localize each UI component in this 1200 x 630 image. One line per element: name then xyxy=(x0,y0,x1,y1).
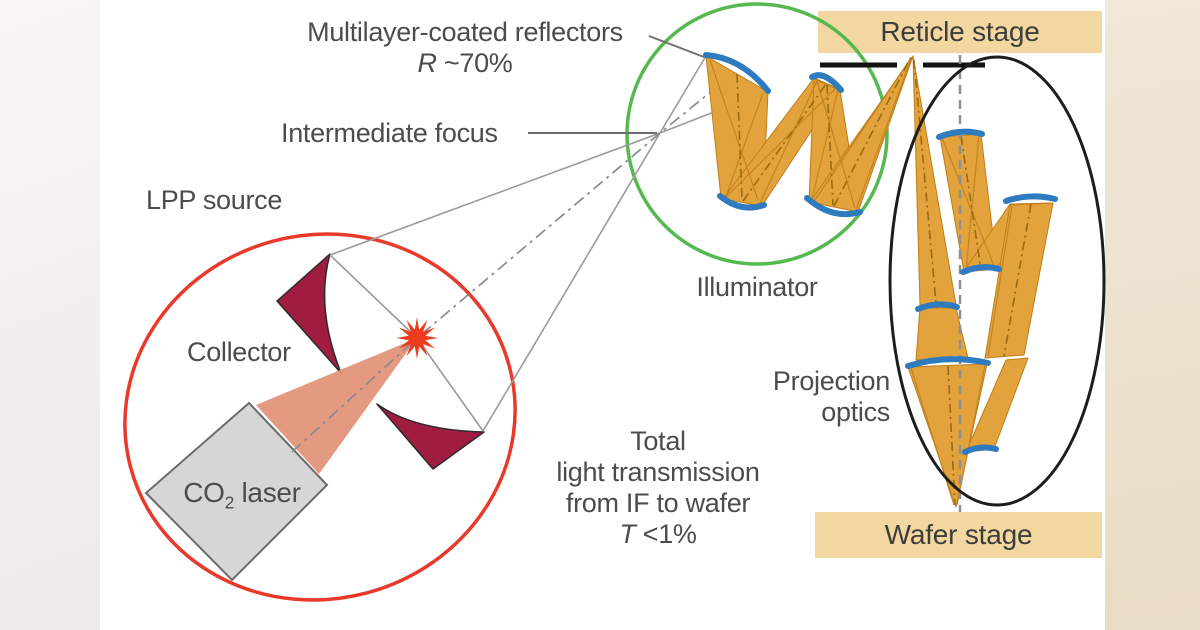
projection-optics-line2: optics xyxy=(821,397,890,427)
co2-laser-suffix: laser xyxy=(241,477,302,508)
transmission-symbol: T xyxy=(619,519,636,549)
multilayer-reflectors-title: Multilayer-coated reflectors xyxy=(307,17,623,47)
illuminator-label: Illuminator xyxy=(696,272,818,302)
multilayer-reflectors-label: Multilayer-coated reflectors R ~70% xyxy=(270,17,660,79)
lpp-source-label: LPP source xyxy=(146,185,283,215)
reticle-stage-banner: Reticle stage xyxy=(818,11,1102,53)
right-background-gradient xyxy=(1105,0,1200,630)
co2-laser-label: CO2 laser xyxy=(167,477,317,519)
transmission-line2: light transmission xyxy=(556,457,760,487)
collector-label: Collector xyxy=(187,337,291,367)
transmission-line1: Total xyxy=(630,426,686,456)
transmission-value-line: T <1% xyxy=(527,519,789,550)
transmission-line3: from IF to wafer xyxy=(565,488,751,518)
transmission-value: <1% xyxy=(642,519,697,549)
wafer-stage-banner: Wafer stage xyxy=(815,512,1102,558)
transmission-note: Total light transmission from IF to wafe… xyxy=(527,426,789,550)
co2-laser-subscript: 2 xyxy=(224,492,235,513)
reflectivity-symbol: R xyxy=(417,48,437,78)
intermediate-focus-label: Intermediate focus xyxy=(281,118,498,148)
left-background-gradient xyxy=(0,0,100,630)
co2-laser-prefix: CO xyxy=(183,477,225,508)
reticle-stage-label: Reticle stage xyxy=(880,16,1040,47)
projection-optics-label: Projection optics xyxy=(730,366,890,428)
projection-optics-line1: Projection xyxy=(772,366,890,396)
wafer-stage-label: Wafer stage xyxy=(884,519,1033,550)
reflectivity-value: ~70% xyxy=(443,48,513,78)
reflectivity-value-line: R ~70% xyxy=(270,48,660,79)
